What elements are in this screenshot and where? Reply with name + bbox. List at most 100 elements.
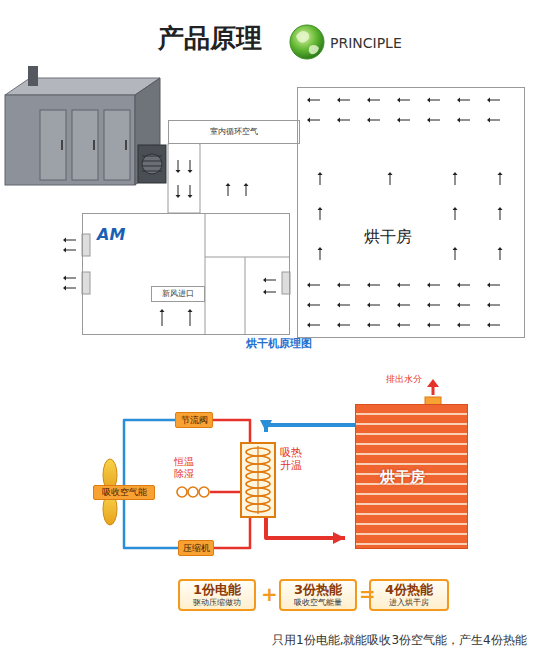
fan-grille xyxy=(142,156,162,157)
flow-arrow-head xyxy=(457,98,460,103)
flow-arrow-head xyxy=(498,247,503,250)
flow-arrow-head xyxy=(487,323,490,328)
machine-fan xyxy=(282,272,290,294)
flow-arrow-head xyxy=(63,286,66,291)
flow-arrow xyxy=(460,285,470,286)
flow-arrow xyxy=(266,280,276,281)
flow-arrow-head xyxy=(427,283,430,288)
node-heading: 吸热升温 xyxy=(280,446,303,472)
flow-arrow-head xyxy=(318,172,323,175)
exhaust-label: 排出水分 xyxy=(386,374,422,384)
machine-door xyxy=(72,110,98,180)
outdoor-unit xyxy=(138,145,166,183)
globe-icon xyxy=(290,25,324,59)
flow-arrow-head xyxy=(337,323,340,328)
flow-arrow-head xyxy=(188,309,193,312)
airflow-arrow xyxy=(266,425,355,432)
coil-turn xyxy=(246,448,270,456)
flow-arrow xyxy=(400,285,410,286)
outdoor-fan xyxy=(142,154,162,174)
flow-arrow xyxy=(370,285,380,286)
flow-arrow-head xyxy=(487,98,490,103)
flow-arrow-head xyxy=(457,118,460,123)
flow-arrow xyxy=(500,175,501,185)
coil-turn xyxy=(246,480,270,488)
machine-door xyxy=(104,110,130,180)
coil-turn xyxy=(246,472,270,480)
fan-grille xyxy=(142,171,162,172)
globe-continents xyxy=(296,31,319,54)
flow-arrow-head xyxy=(188,195,193,198)
flow-arrow-head xyxy=(176,170,181,173)
flow-arrow xyxy=(430,305,440,306)
coil-turn xyxy=(246,464,270,472)
node-subtitle: 进入烘干房 xyxy=(389,598,429,607)
machine-divider xyxy=(245,257,246,335)
flow-arrow-head xyxy=(337,303,340,308)
node-label: 3份热能 xyxy=(294,583,342,598)
flow-arrow xyxy=(310,120,320,121)
flow-arrow xyxy=(66,250,76,251)
flow-arrow xyxy=(266,292,276,293)
flow-arrow-head xyxy=(397,118,400,123)
flow-arrow xyxy=(400,305,410,306)
flow-arrow xyxy=(320,250,321,260)
flow-arrow xyxy=(340,325,350,326)
flow-arrow xyxy=(370,100,380,101)
flow-arrow-head xyxy=(498,207,503,210)
flow-arrow xyxy=(400,120,410,121)
airflow-arrow xyxy=(266,518,345,538)
machine-fan xyxy=(82,272,90,294)
flow-arrow-head xyxy=(367,118,370,123)
flow-arrow-head xyxy=(244,183,249,186)
flow-arrow-head xyxy=(397,283,400,288)
flow-arrow-head xyxy=(397,323,400,328)
fan-grille xyxy=(142,161,162,162)
flow-arrow-head xyxy=(457,283,460,288)
dryer-unit: 新风进口AM xyxy=(82,213,290,335)
flow-arrow-head xyxy=(337,98,340,103)
flow-arrow-head xyxy=(427,118,430,123)
machine-door xyxy=(40,110,66,180)
flow-arrow-head xyxy=(63,248,66,253)
flow-arrow xyxy=(490,120,500,121)
machine-front xyxy=(5,95,135,185)
flow-arrow xyxy=(460,120,470,121)
door-handle xyxy=(125,140,127,150)
node-label: 烘干房 xyxy=(364,228,412,246)
coil-turn xyxy=(188,487,198,497)
flow-arrow xyxy=(455,210,456,220)
drying-room-block: 烘干房 xyxy=(355,404,468,549)
flow-arrow xyxy=(455,250,456,260)
flow-arrow xyxy=(162,312,163,326)
flow-arrow xyxy=(66,278,76,279)
flow-arrow xyxy=(228,186,229,196)
flow-arrow xyxy=(490,325,500,326)
flow-arrow xyxy=(460,305,470,306)
node-subtitle: 吸收空气能量 xyxy=(294,598,342,607)
fresh-air-inlet: 新风进口 xyxy=(151,286,205,302)
flow-arrow-head xyxy=(397,303,400,308)
flow-arrow xyxy=(490,100,500,101)
flow-arrow-head xyxy=(457,303,460,308)
flow-arrow xyxy=(190,185,191,195)
node-label: 新风进口 xyxy=(162,289,194,298)
flow-arrow xyxy=(66,288,76,289)
machine-fan xyxy=(82,234,90,256)
flow-arrow-head xyxy=(263,290,266,295)
flow-arrow xyxy=(190,312,191,326)
flow-arrow-head xyxy=(337,118,340,123)
flow-arrow xyxy=(430,100,440,101)
refrigerant-pipe xyxy=(214,518,250,548)
door-handle xyxy=(93,140,95,150)
flow-arrow-head xyxy=(63,276,66,281)
flow-arrow-head xyxy=(487,283,490,288)
flow-arrow xyxy=(190,160,191,170)
flow-arrow-head xyxy=(367,283,370,288)
flow-arrow-head xyxy=(307,283,310,288)
dehumidify-coil: 恒温除湿 xyxy=(176,486,210,498)
flow-arrow-head xyxy=(427,323,430,328)
node-heading: 恒温除湿 xyxy=(174,456,195,480)
